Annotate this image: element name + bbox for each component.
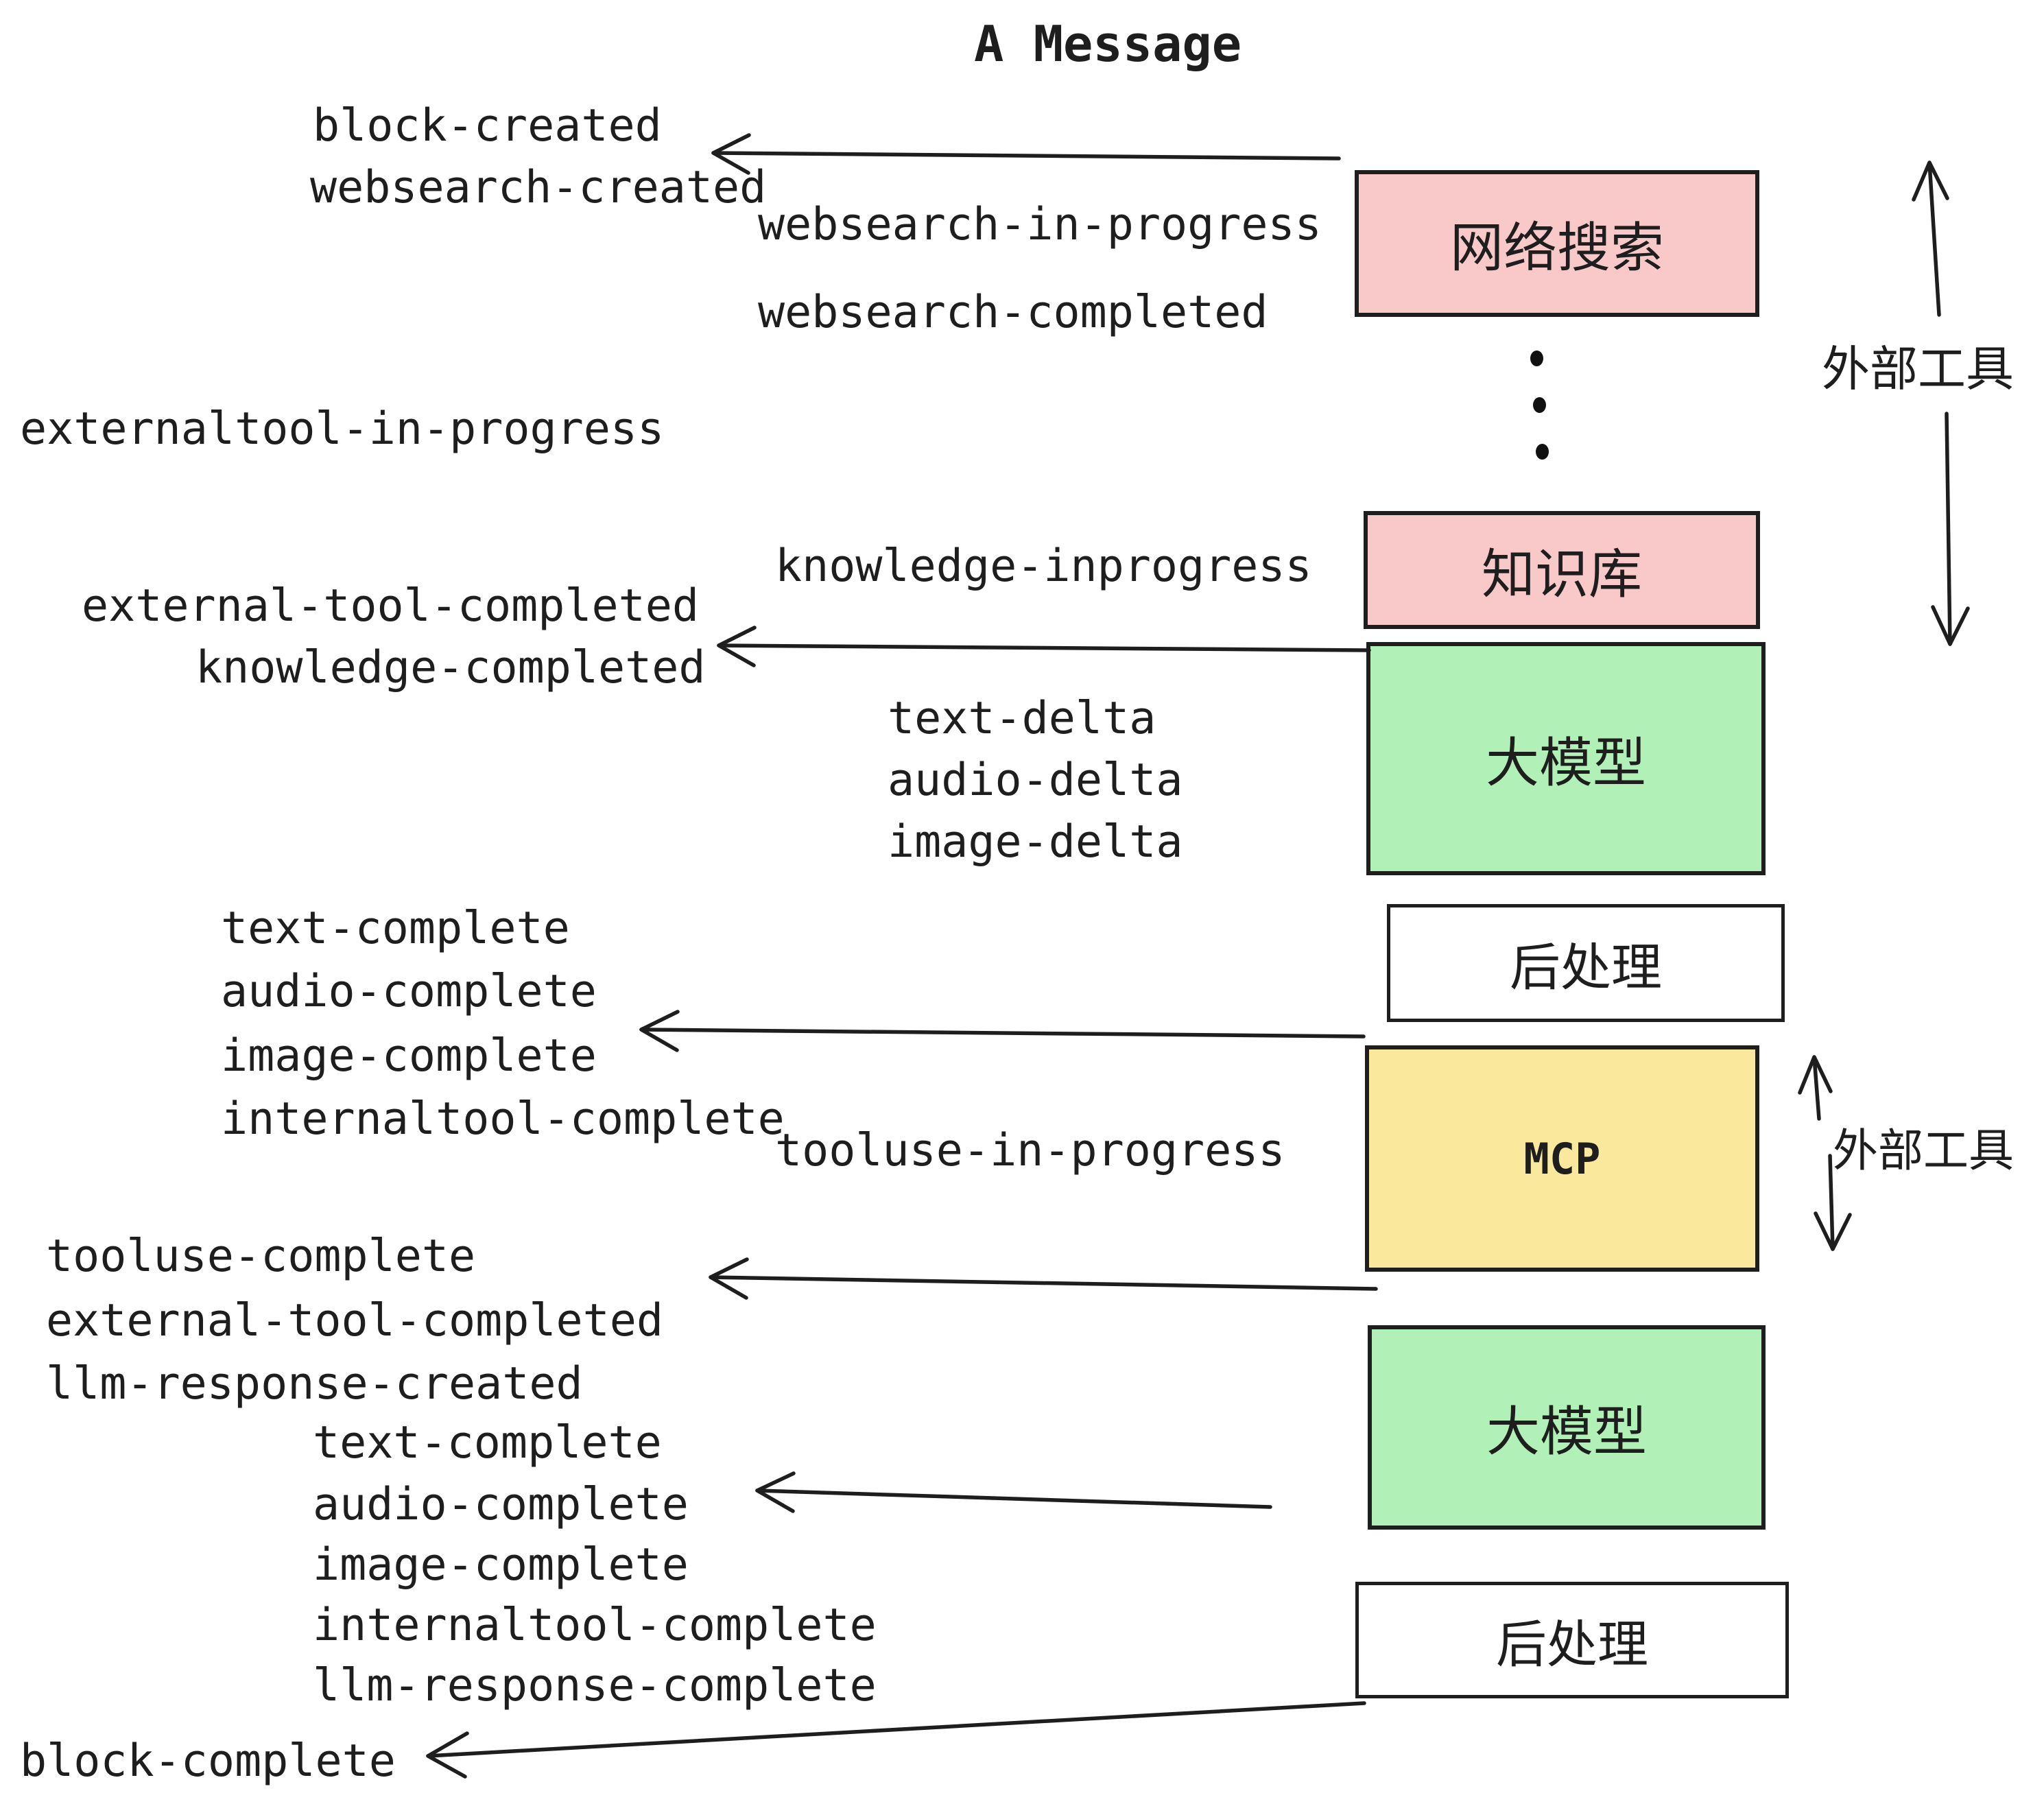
box-llm-2: 大模型 [1368, 1325, 1766, 1530]
arrow-external-tools-down-1 [1931, 412, 1970, 646]
box-postprocess-1-label: 后处理 [1510, 938, 1662, 996]
vertical-ellipsis-dot [1533, 397, 1546, 413]
box-postprocess-2: 后处理 [1355, 1582, 1789, 1698]
event-websearch-completed: websearch-completed [758, 287, 1268, 338]
event-websearch-created: websearch-created [310, 162, 767, 213]
box-mcp: MCP [1365, 1045, 1759, 1272]
event-tooluse-complete: tooluse-complete [46, 1231, 476, 1282]
event-websearch-in-progress: websearch-in-progress [758, 199, 1322, 250]
arrow-block-created [711, 133, 1341, 175]
event-block-complete: block-complete [20, 1735, 396, 1787]
event-externaltool-in-progress: externaltool-in-progress [20, 403, 665, 455]
vertical-ellipsis-dot [1536, 444, 1549, 460]
box-llm-2-label: 大模型 [1486, 1401, 1647, 1462]
event-external-tool-completed: external-tool-completed [82, 580, 700, 632]
arrow-knowledge-completed [717, 626, 1371, 667]
event-text-delta: text-delta [888, 693, 1156, 744]
arrow-block-complete [426, 1701, 1366, 1779]
box-knowledge: 知识库 [1364, 511, 1760, 629]
event-image-delta: image-delta [888, 816, 1183, 868]
box-knowledge-label: 知识库 [1481, 544, 1642, 604]
event-knowledge-completed: knowledge-completed [195, 642, 706, 693]
box-websearch-label: 网络搜索 [1449, 217, 1664, 278]
event-block-created: block-created [313, 100, 662, 152]
box-llm-1-label: 大模型 [1485, 733, 1646, 793]
event-text-complete: text-complete [221, 903, 570, 954]
event-llm-response-created: llm-response-created [46, 1358, 583, 1410]
box-postprocess-2-label: 后处理 [1496, 1615, 1648, 1673]
event-audio-complete-2: audio-complete [313, 1479, 689, 1530]
event-internaltool-complete-2: internaltool-complete [313, 1600, 877, 1651]
page-title: A Message [974, 15, 1242, 73]
side-label-external-tools-top: 外部工具 [1822, 342, 2014, 396]
box-websearch: 网络搜索 [1355, 170, 1759, 317]
box-mcp-label: MCP [1523, 1133, 1601, 1184]
event-audio-complete: audio-complete [221, 966, 597, 1017]
event-audio-delta: audio-delta [888, 755, 1183, 806]
box-llm-1: 大模型 [1366, 642, 1766, 875]
event-image-complete-2: image-complete [313, 1539, 689, 1591]
arrow-external-tools-up-2 [1798, 1055, 1833, 1121]
arrow-tooluse-complete [709, 1257, 1378, 1300]
arrow-internal-complete-2 [755, 1471, 1272, 1513]
event-image-complete: image-complete [221, 1030, 597, 1082]
event-internaltool-complete: internaltool-complete [221, 1093, 785, 1145]
event-llm-response-complete: llm-response-complete [313, 1660, 877, 1711]
arrow-external-tools-up-1 [1912, 161, 1949, 317]
event-knowledge-inprogress: knowledge-inprogress [775, 541, 1312, 592]
vertical-ellipsis-dot [1530, 351, 1543, 366]
arrow-internal-complete-1 [639, 1010, 1366, 1052]
event-external-tool-completed-2: external-tool-completed [46, 1295, 664, 1346]
event-text-complete-2: text-complete [313, 1417, 662, 1469]
box-postprocess-1: 后处理 [1387, 904, 1785, 1022]
event-tooluse-in-progress: tooluse-in-progress [775, 1125, 1285, 1176]
side-label-external-tools-mcp: 外部工具 [1833, 1125, 2014, 1176]
